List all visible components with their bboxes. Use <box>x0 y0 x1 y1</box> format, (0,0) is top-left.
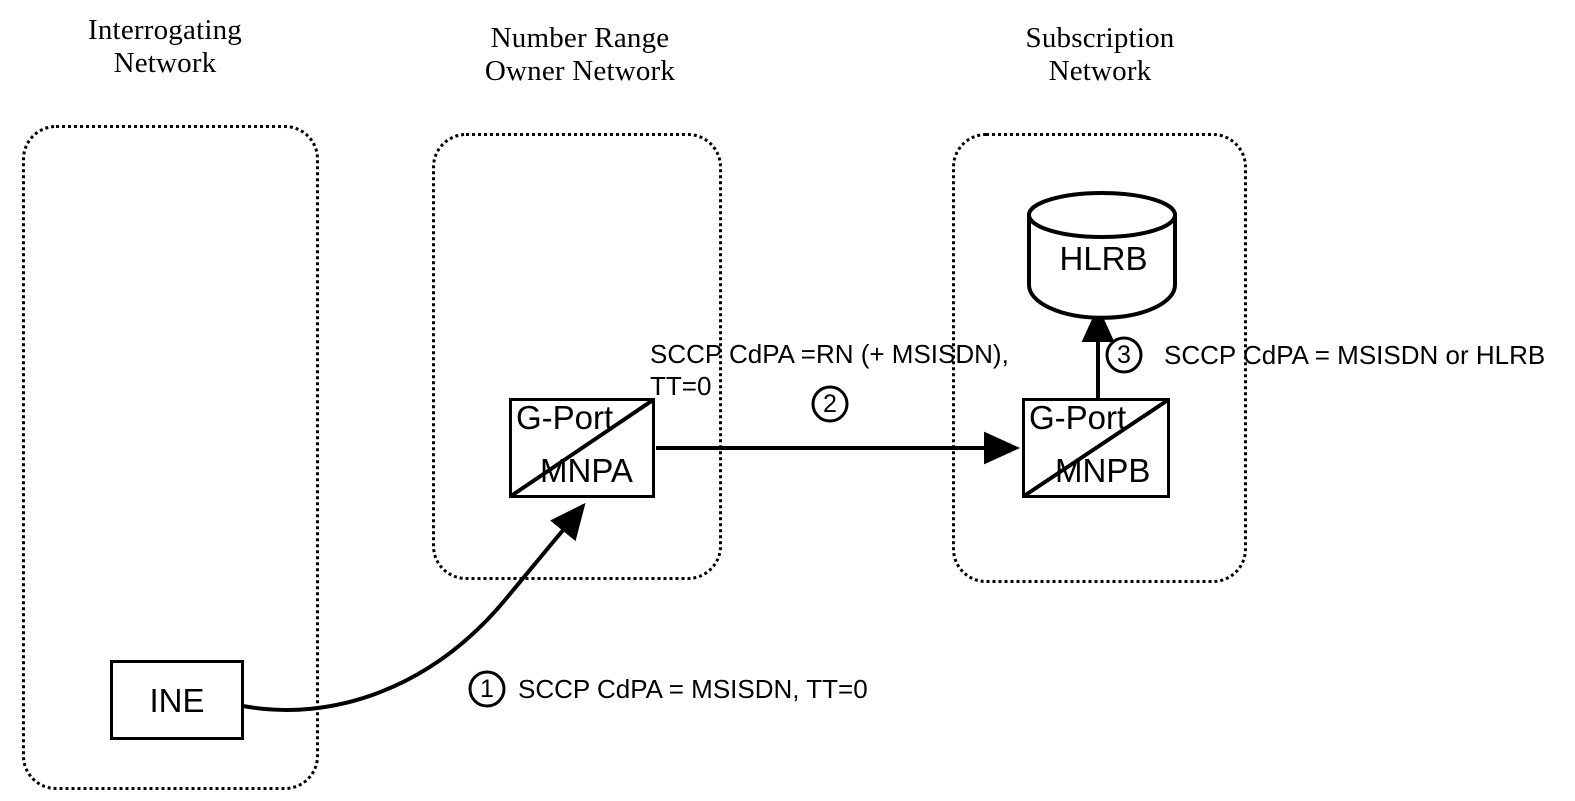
network-title-number-range-owner: Number Range Owner Network <box>484 22 676 87</box>
node-label-ine: INE <box>149 682 205 719</box>
network-title-interrogating: Interrogating Network <box>88 14 242 79</box>
node-label-mnpb-gport: G-Port <box>1029 399 1127 436</box>
node-label-mnpa-name: MNPA <box>540 452 633 489</box>
node-label-hlrb: HLRB <box>1059 240 1148 277</box>
step-label-3: SCCP CdPA = MSISDN or HLRB <box>1164 340 1546 370</box>
network-title-subscription: Subscription Network <box>1025 22 1175 87</box>
node-label-mnpa-gport: G-Port <box>516 399 614 436</box>
network-container-subscription <box>952 133 1247 583</box>
step-label-1: SCCP CdPA = MSISDN, TT=0 <box>518 674 868 704</box>
step-marker-number-1: 1 <box>480 675 494 703</box>
network-container-interrogating <box>22 125 319 790</box>
node-box-ine <box>110 660 244 740</box>
step-label-2: SCCP CdPA =RN (+ MSISDN), TT=0 <box>650 339 1009 401</box>
node-label-mnpb-name: MNPB <box>1055 452 1151 489</box>
step-marker-number-3: 3 <box>1117 341 1131 369</box>
